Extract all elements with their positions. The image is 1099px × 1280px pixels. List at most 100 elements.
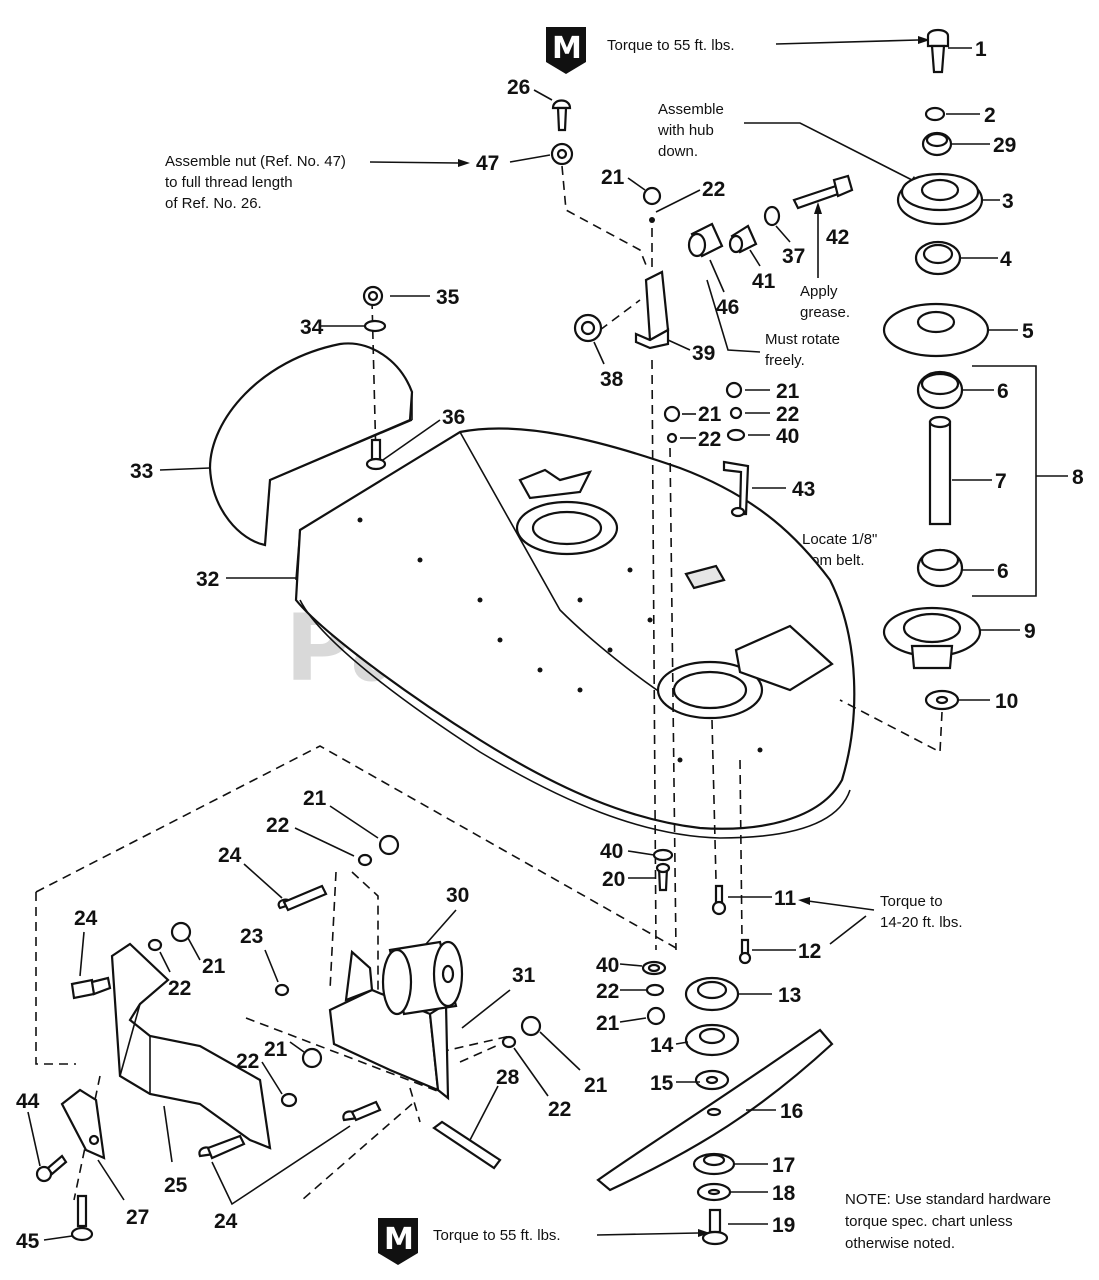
blade-16 [596,1028,834,1192]
washer-22-top [649,217,655,223]
callout-37: 37 [782,245,805,268]
nut-21-f [301,1047,323,1069]
bracket-39 [634,270,670,350]
callout-10: 10 [995,690,1018,713]
svg-text:Locate 1/8": Locate 1/8" [802,531,877,548]
washer-22-c [666,432,678,444]
callout-21-b: 21 [776,380,800,403]
m-badge-top: M [546,27,586,74]
callout-42: 42 [826,226,849,249]
washer-17 [692,1152,736,1176]
svg-text:Torque to: Torque to [880,893,943,910]
callout-4: 4 [1000,248,1012,271]
bolt-19 [701,1208,729,1246]
callout-22-top: 22 [702,178,725,201]
callout-39: 39 [692,342,715,365]
pin-28 [432,1120,502,1170]
callout-2: 2 [984,104,996,127]
bolt-42 [792,174,854,210]
nut-21-b [725,381,743,399]
svg-text:M: M [552,31,582,66]
callout-27: 27 [126,1206,149,1229]
nut-35 [362,285,384,307]
nut-21-c [663,405,681,423]
callout-41: 41 [752,270,776,293]
bolt-24-b [277,884,328,912]
pulley-3 [896,172,984,226]
callout-12: 12 [798,940,821,963]
callout-40-b: 40 [600,840,623,863]
callout-22-f: 22 [236,1050,259,1073]
callout-29: 29 [993,134,1016,157]
bracket-25 [110,942,272,1150]
callout-30: 30 [446,884,469,907]
callout-22-d: 22 [266,814,289,837]
note-assemble-nut: Assemble nut (Ref. No. 47) to full threa… [165,153,346,212]
svg-text:14-20 ft. lbs.: 14-20 ft. lbs. [880,914,963,931]
callout-17: 17 [772,1154,795,1177]
screw-44 [35,1154,68,1183]
nut-2 [924,106,946,122]
nut-21-e [170,921,192,943]
nut-47 [550,142,574,166]
callout-22-b: 22 [776,403,799,426]
callout-28: 28 [496,1066,520,1089]
callout-6-bottom: 6 [997,560,1009,583]
callout-22-c: 22 [698,428,721,451]
svg-text:Assemble nut (Ref. No. 47): Assemble nut (Ref. No. 47) [165,153,346,170]
washer-10 [924,689,960,711]
bolt-24-c [198,1134,246,1160]
callout-22-g: 22 [548,1098,571,1121]
callout-31: 31 [512,964,536,987]
callout-33: 33 [130,460,153,483]
callout-24-a: 24 [74,907,98,930]
callout-22-e: 22 [168,977,191,1000]
callout-19: 19 [772,1214,795,1237]
note-apply-grease: Apply grease. [800,283,850,321]
bolt-1 [926,28,950,74]
washer-22-d [357,853,373,867]
callout-21-e: 21 [202,955,226,978]
svg-text:Apply: Apply [800,283,838,300]
callout-23: 23 [240,925,263,948]
callout-7: 7 [995,470,1007,493]
note-torque-bottom: Torque to 55 ft. lbs. [433,1227,561,1244]
svg-text:down.: down. [658,143,698,160]
spacer-41 [728,224,758,254]
washer-15 [694,1069,730,1091]
callout-21-g: 21 [584,1074,608,1097]
callout-9: 9 [1024,620,1036,643]
bolt-12 [738,938,752,965]
bolt-45 [70,1194,94,1242]
m-badge-bottom: M [378,1218,418,1265]
svg-text:to full thread length: to full thread length [165,174,293,191]
callout-21-c: 21 [698,403,722,426]
washer-23 [274,983,290,997]
svg-text:otherwise noted.: otherwise noted. [845,1235,955,1252]
callout-5: 5 [1022,320,1034,343]
washer-22-e [147,938,163,952]
callout-1: 1 [975,38,987,61]
callout-16: 16 [780,1100,803,1123]
callout-3: 3 [1002,190,1014,213]
callout-38: 38 [600,368,624,391]
callout-44: 44 [16,1090,40,1113]
svg-text:Assemble: Assemble [658,101,724,118]
svg-text:grease.: grease. [800,304,850,321]
bolt-24-a [70,976,112,1000]
svg-text:freely.: freely. [765,352,805,369]
nut-21-g [520,1015,542,1037]
callout-36: 36 [442,406,465,429]
washer-22-g [501,1035,517,1049]
roller-30 [381,940,464,1016]
svg-text:of Ref. No. 26.: of Ref. No. 26. [165,195,262,212]
washer-40-c [641,960,667,976]
callout-21-d: 21 [303,787,327,810]
nut-38 [573,313,603,343]
spacer-29 [921,131,953,157]
bolt-20 [655,862,671,892]
note-assemble-hub: Assemble with hub down. [657,101,724,160]
note-standard-hardware: NOTE: Use standard hardware torque spec.… [845,1191,1051,1252]
bolt-36 [365,438,387,471]
